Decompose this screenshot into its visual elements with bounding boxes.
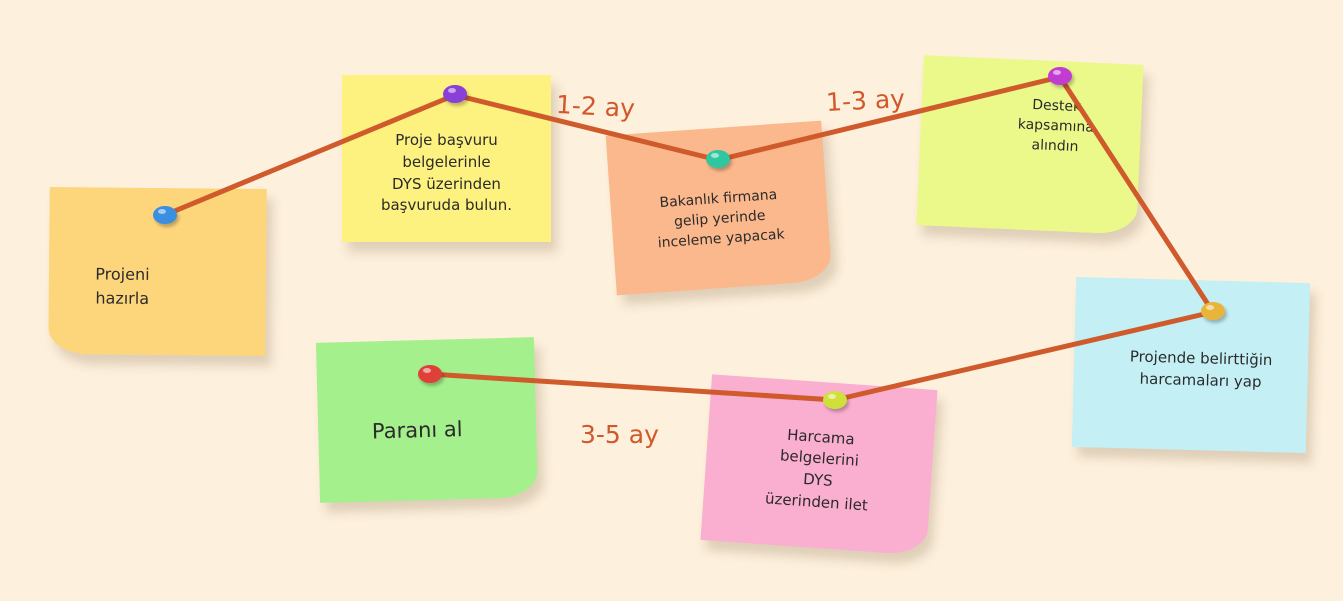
note-basvuru-text: Proje başvuru belgelerinle DYS üzerinden…: [380, 131, 513, 215]
note-harcama-yap-text: Projende belirttiğin harcamaları yap: [1129, 347, 1273, 391]
note-harcama-belge: Harcama belgelerini DYS üzerinden ilet: [700, 374, 938, 556]
note-parani-al-text: Paranı al: [371, 416, 463, 444]
note-destek-text: Destek kapsamına alındın: [1017, 96, 1095, 156]
duration-label-1-2-ay: 1-2 ay: [555, 89, 636, 124]
note-parani-al: Paranı al: [315, 337, 539, 503]
note-destek: Destek kapsamına alındın: [916, 55, 1144, 235]
note-harcama-yap: Projende belirttiğin harcamaları yap: [1071, 276, 1311, 454]
pin-basvuru: [443, 85, 467, 103]
note-inceleme-text: Bakanlık firmana gelip yerinde inceleme …: [657, 186, 786, 252]
pin-parani-al: [418, 365, 442, 383]
note-inceleme: Bakanlık firmana gelip yerinde inceleme …: [605, 120, 833, 296]
pin-inceleme: [706, 150, 730, 168]
pin-harcama-belge: [823, 391, 847, 409]
duration-label-1-3-ay: 1-3 ay: [825, 83, 906, 118]
pin-harcama-yap: [1201, 302, 1225, 320]
note-harcama-belge-text: Harcama belgelerini DYS üzerinden ilet: [764, 425, 869, 515]
pin-projeni-hazirla: [153, 206, 177, 224]
note-projeni-hazirla-text: Projeni hazırla: [95, 264, 150, 308]
duration-label-3-5-ay: 3-5 ay: [580, 420, 659, 449]
pin-destek: [1048, 67, 1072, 85]
